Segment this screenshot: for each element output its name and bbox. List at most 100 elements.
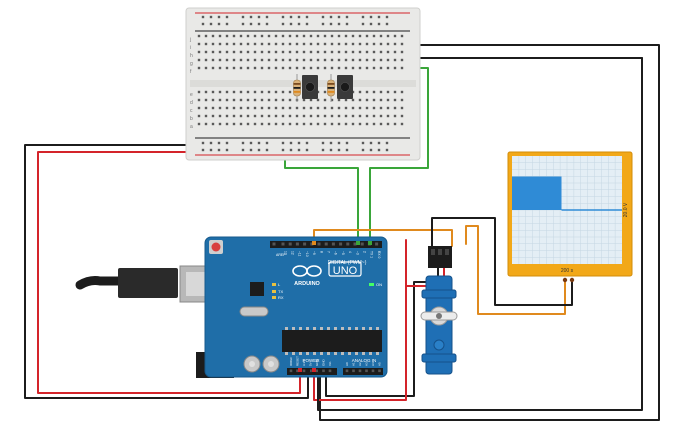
rail-hole[interactable] <box>297 22 301 26</box>
breadboard-hole[interactable] <box>218 34 222 38</box>
rail-hole[interactable] <box>257 15 261 19</box>
breadboard-hole[interactable] <box>204 50 208 54</box>
breadboard-hole[interactable] <box>344 114 348 118</box>
rail-hole[interactable] <box>289 22 293 26</box>
digital-pin[interactable] <box>317 242 321 246</box>
breadboard-hole[interactable] <box>316 98 320 102</box>
rail-hole[interactable] <box>217 15 221 19</box>
rail-hole[interactable] <box>241 141 245 145</box>
breadboard-hole[interactable] <box>337 58 341 62</box>
breadboard-hole[interactable] <box>211 114 215 118</box>
rail-hole[interactable] <box>361 148 365 152</box>
breadboard-hole[interactable] <box>323 106 327 110</box>
breadboard-hole[interactable] <box>400 66 404 70</box>
rail-hole[interactable] <box>209 15 213 19</box>
breadboard-hole[interactable] <box>344 98 348 102</box>
rail-hole[interactable] <box>249 22 253 26</box>
breadboard-hole[interactable] <box>253 90 257 94</box>
breadboard-hole[interactable] <box>372 114 376 118</box>
breadboard-hole[interactable] <box>288 42 292 46</box>
breadboard-hole[interactable] <box>295 42 299 46</box>
analog-pin[interactable] <box>371 369 375 373</box>
breadboard-hole[interactable] <box>225 98 229 102</box>
breadboard-hole[interactable] <box>232 90 236 94</box>
breadboard-hole[interactable] <box>232 114 236 118</box>
breadboard-hole[interactable] <box>225 90 229 94</box>
breadboard-hole[interactable] <box>302 42 306 46</box>
wire-orange-pin9[interactable] <box>313 229 453 247</box>
breadboard-hole[interactable] <box>281 114 285 118</box>
breadboard-hole[interactable] <box>400 114 404 118</box>
breadboard-hole[interactable] <box>393 66 397 70</box>
breadboard-hole[interactable] <box>309 34 313 38</box>
breadboard-hole[interactable] <box>239 58 243 62</box>
rail-hole[interactable] <box>369 22 373 26</box>
rail-hole[interactable] <box>377 15 381 19</box>
digital-pin[interactable] <box>353 242 357 246</box>
breadboard-hole[interactable] <box>267 98 271 102</box>
breadboard-hole[interactable] <box>225 34 229 38</box>
breadboard-hole[interactable] <box>211 42 215 46</box>
rail-hole[interactable] <box>385 22 389 26</box>
breadboard-hole[interactable] <box>330 50 334 54</box>
breadboard-hole[interactable] <box>379 114 383 118</box>
rail-hole[interactable] <box>217 148 221 152</box>
breadboard-hole[interactable] <box>218 106 222 110</box>
rail-hole[interactable] <box>281 141 285 145</box>
breadboard-hole[interactable] <box>225 58 229 62</box>
breadboard-hole[interactable] <box>393 114 397 118</box>
breadboard-hole[interactable] <box>309 58 313 62</box>
breadboard-hole[interactable] <box>281 98 285 102</box>
breadboard-hole[interactable] <box>218 98 222 102</box>
rail-hole[interactable] <box>257 148 261 152</box>
breadboard-hole[interactable] <box>295 114 299 118</box>
rail-hole[interactable] <box>241 22 245 26</box>
breadboard-hole[interactable] <box>232 50 236 54</box>
digital-pin[interactable] <box>346 242 350 246</box>
breadboard-hole[interactable] <box>386 98 390 102</box>
breadboard-hole[interactable] <box>211 106 215 110</box>
breadboard-hole[interactable] <box>400 90 404 94</box>
breadboard-hole[interactable] <box>393 90 397 94</box>
digital-pin[interactable] <box>310 242 314 246</box>
breadboard-hole[interactable] <box>239 66 243 70</box>
breadboard-hole[interactable] <box>386 50 390 54</box>
breadboard-hole[interactable] <box>358 50 362 54</box>
breadboard-hole[interactable] <box>253 34 257 38</box>
breadboard-hole[interactable] <box>309 66 313 70</box>
digital-pin[interactable] <box>281 242 285 246</box>
breadboard-hole[interactable] <box>239 50 243 54</box>
rail-hole[interactable] <box>201 22 205 26</box>
rail-hole[interactable] <box>297 141 301 145</box>
breadboard-hole[interactable] <box>372 106 376 110</box>
breadboard-hole[interactable] <box>323 122 327 126</box>
breadboard-hole[interactable] <box>274 114 278 118</box>
rail-hole[interactable] <box>321 22 325 26</box>
rail-hole[interactable] <box>265 141 269 145</box>
breadboard-hole[interactable] <box>316 50 320 54</box>
breadboard-hole[interactable] <box>232 122 236 126</box>
rail-hole[interactable] <box>225 15 229 19</box>
rail-hole[interactable] <box>257 141 261 145</box>
breadboard-hole[interactable] <box>316 114 320 118</box>
rail-hole[interactable] <box>225 22 229 26</box>
breadboard-hole[interactable] <box>302 50 306 54</box>
breadboard-hole[interactable] <box>239 34 243 38</box>
breadboard-hole[interactable] <box>260 122 264 126</box>
breadboard-hole[interactable] <box>295 34 299 38</box>
breadboard-hole[interactable] <box>393 98 397 102</box>
breadboard-hole[interactable] <box>260 114 264 118</box>
rail-hole[interactable] <box>289 141 293 145</box>
breadboard-hole[interactable] <box>337 42 341 46</box>
usb-cable[interactable] <box>75 276 125 290</box>
rail-hole[interactable] <box>209 148 213 152</box>
breadboard-hole[interactable] <box>351 98 355 102</box>
breadboard-hole[interactable] <box>386 106 390 110</box>
breadboard-hole[interactable] <box>358 58 362 62</box>
rail-hole[interactable] <box>305 15 309 19</box>
breadboard-hole[interactable] <box>372 58 376 62</box>
breadboard-hole[interactable] <box>358 90 362 94</box>
breadboard-hole[interactable] <box>330 66 334 70</box>
breadboard-hole[interactable] <box>400 122 404 126</box>
